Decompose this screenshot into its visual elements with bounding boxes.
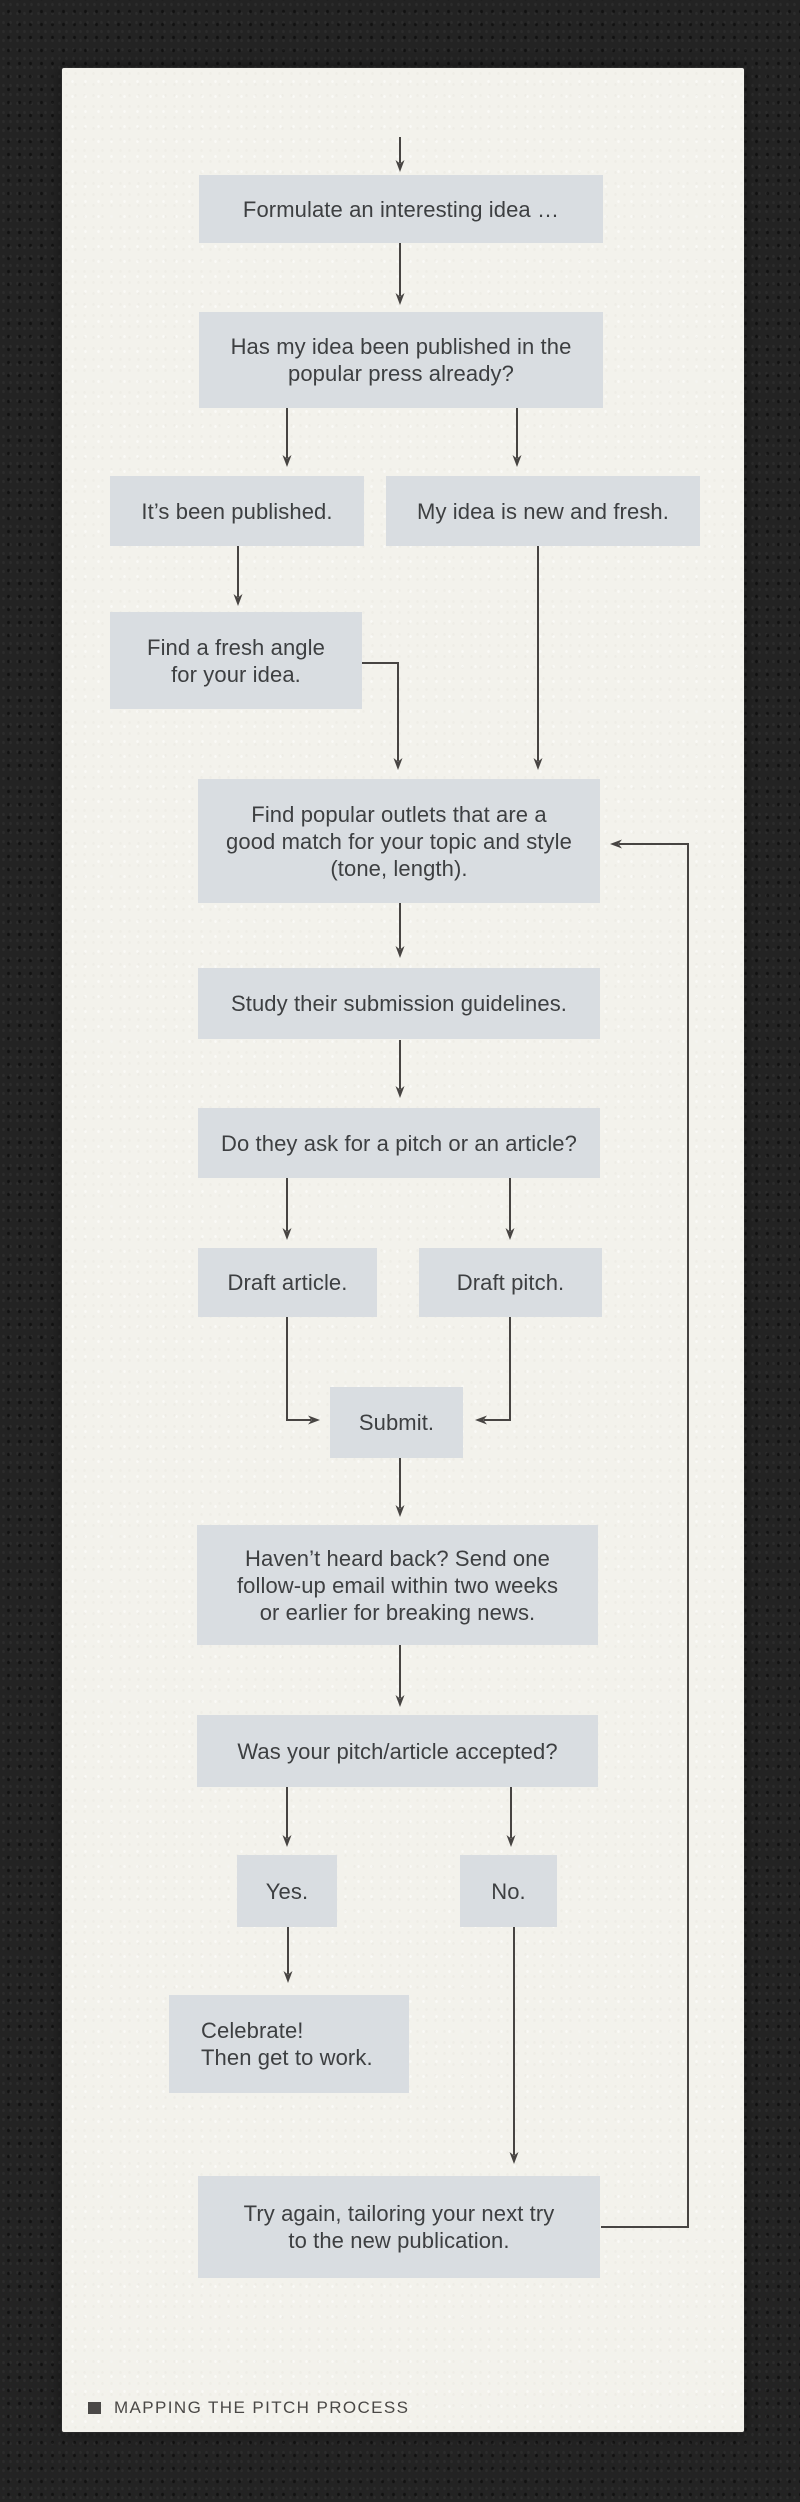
node-fresh-angle: Find a fresh angle for your idea. — [110, 612, 362, 709]
node-find-outlets: Find popular outlets that are a good mat… — [198, 779, 600, 903]
node-draft-article: Draft article. — [198, 1248, 377, 1317]
node-accepted-question: Was your pitch/article accepted? — [197, 1715, 598, 1787]
node-published-question: Has my idea been published in the popula… — [199, 312, 603, 408]
node-try-again: Try again, tailoring your next try to th… — [198, 2176, 600, 2278]
node-new-and-fresh: My idea is new and fresh. — [386, 476, 700, 546]
node-submit: Submit. — [330, 1387, 463, 1458]
node-celebrate: Celebrate! Then get to work. — [169, 1995, 409, 2093]
square-bullet-icon — [88, 2402, 101, 2414]
node-pitch-or-article: Do they ask for a pitch or an article? — [198, 1108, 600, 1178]
node-draft-pitch: Draft pitch. — [419, 1248, 602, 1317]
node-study-guidelines: Study their submission guidelines. — [198, 968, 600, 1039]
node-follow-up: Haven’t heard back? Send one follow-up e… — [197, 1525, 598, 1645]
node-yes: Yes. — [237, 1855, 337, 1927]
node-been-published: It’s been published. — [110, 476, 364, 546]
node-formulate-idea: Formulate an interesting idea … — [199, 175, 603, 243]
footer-caption: MAPPING THE PITCH PROCESS — [114, 2398, 410, 2417]
node-no: No. — [460, 1855, 557, 1927]
